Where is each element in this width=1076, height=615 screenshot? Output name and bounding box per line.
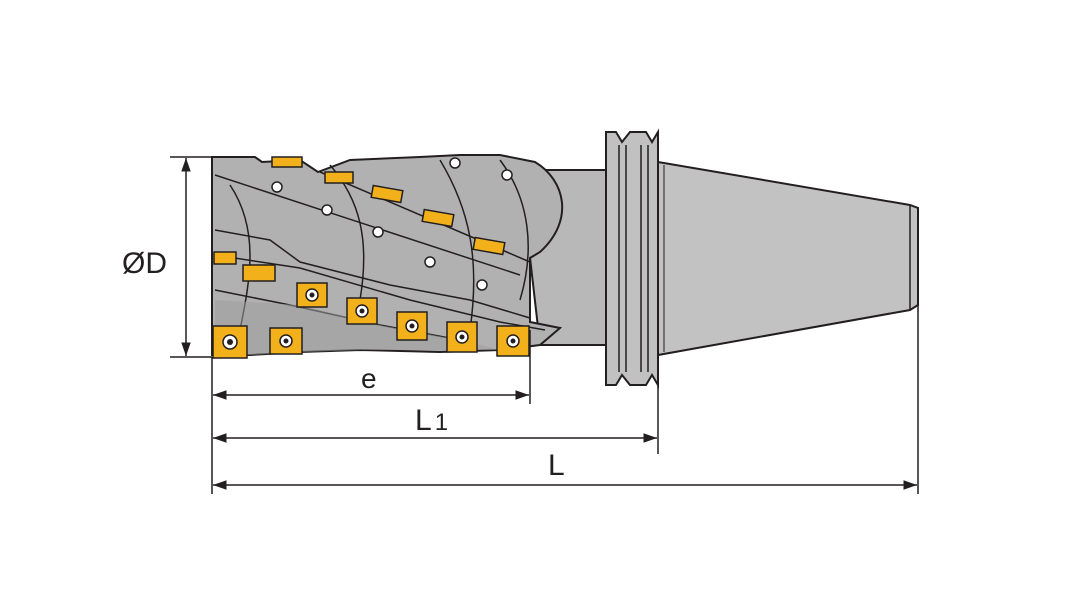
dimension-lines [170, 156, 919, 494]
insert [446, 321, 478, 353]
L1-label-subscript: 1 [435, 409, 448, 436]
screw-holes [271, 157, 513, 291]
diameter-label: ØD [122, 247, 167, 280]
insert [396, 311, 428, 341]
L-label: L [548, 449, 565, 482]
insert [271, 156, 303, 168]
insert [269, 327, 303, 355]
insert [421, 208, 455, 228]
insert [472, 236, 506, 256]
insert [496, 325, 530, 357]
holder-taper [657, 160, 919, 357]
insert [370, 184, 404, 204]
insert [346, 297, 378, 325]
insert [242, 264, 276, 282]
insert [296, 282, 328, 308]
insert [212, 325, 248, 359]
insert [213, 251, 237, 265]
tool-holder [518, 128, 919, 389]
holder-flange [605, 128, 659, 389]
L1-label-main: L [415, 404, 432, 437]
insert [324, 171, 354, 184]
cutting-inserts [212, 156, 530, 359]
cutter-body [211, 154, 564, 356]
e-label: e [361, 363, 377, 394]
